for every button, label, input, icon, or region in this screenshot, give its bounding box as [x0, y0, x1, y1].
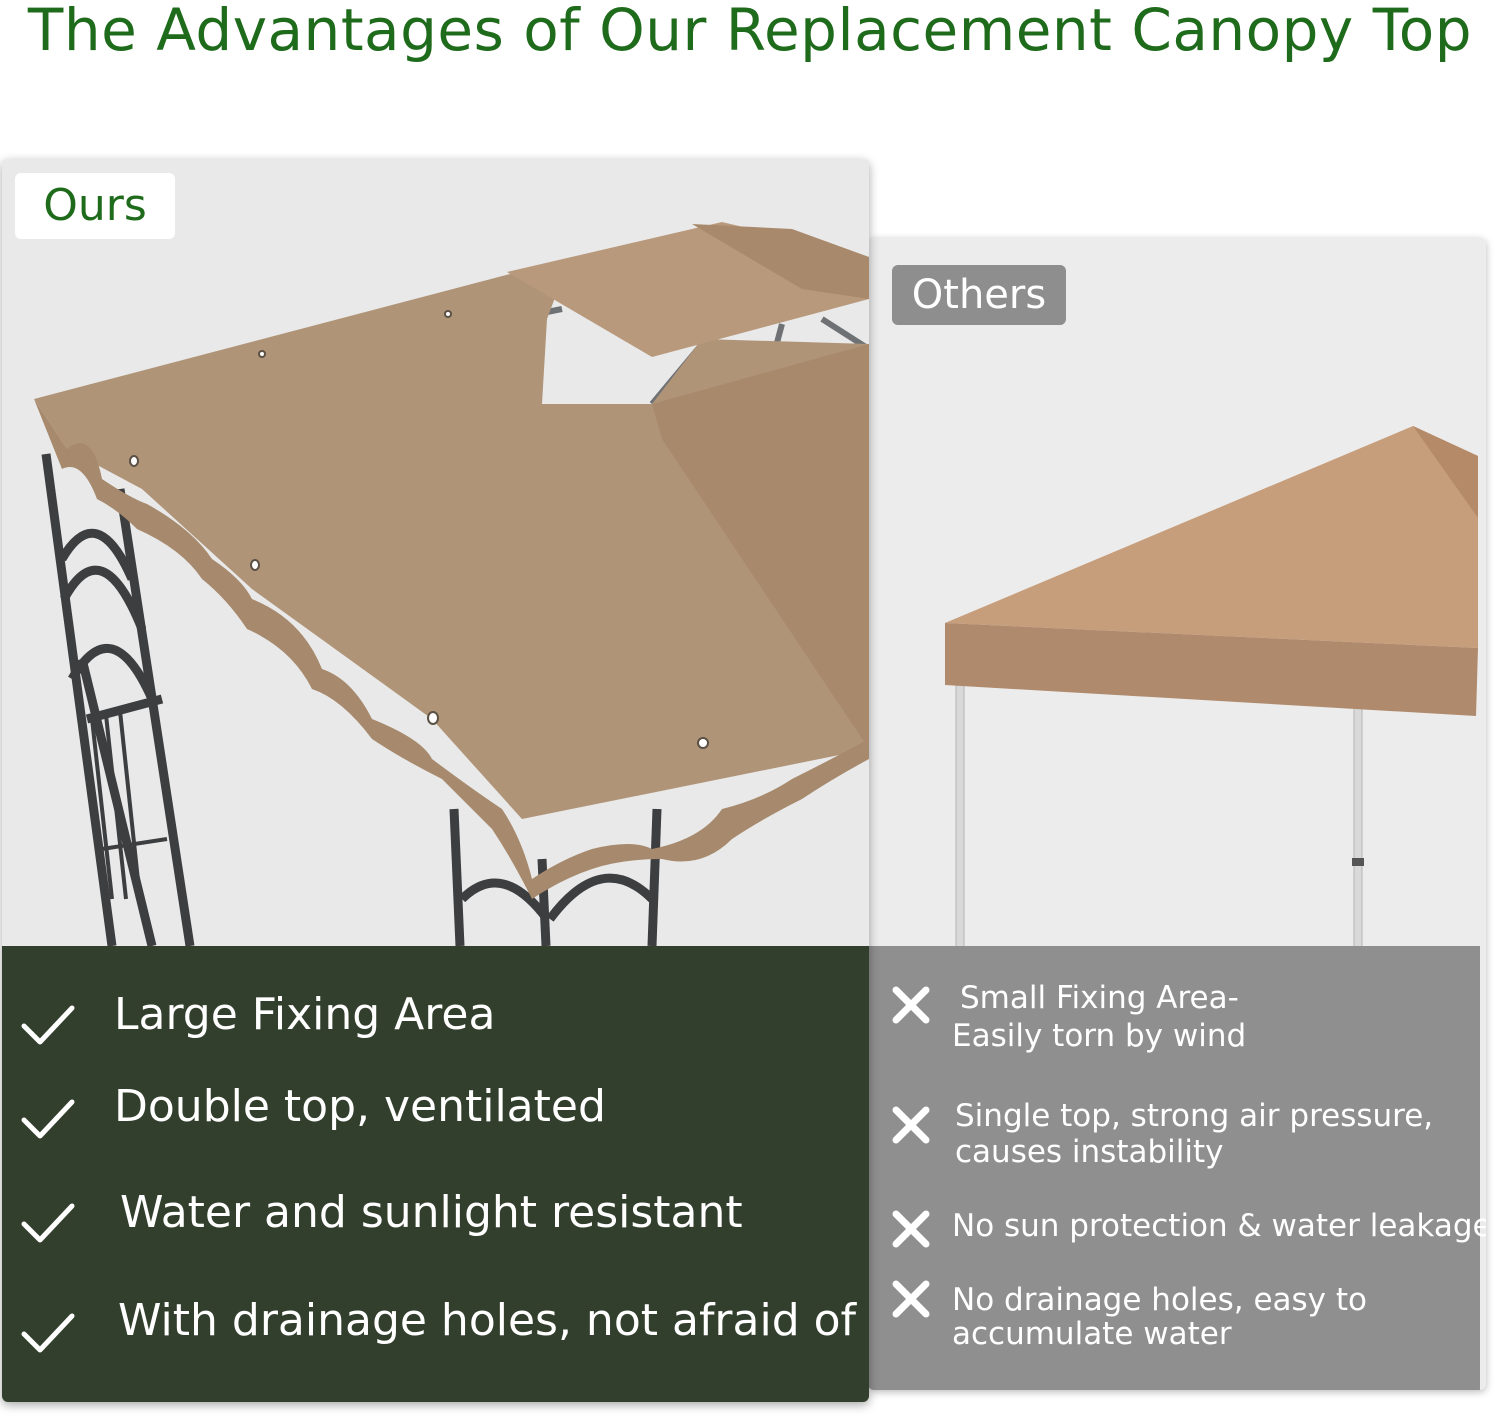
checkmark-icon	[21, 1099, 75, 1139]
drawback-text: accumulate water	[952, 1316, 1232, 1352]
drawback-text: Small Fixing Area-	[960, 980, 1239, 1016]
feature-text: Large Fixing Area	[114, 989, 496, 1040]
drawback-text: causes instability	[955, 1134, 1224, 1170]
x-mark-icon	[892, 1280, 930, 1318]
others-panel: Others Small Fixing Area- Easily torn by…	[868, 238, 1486, 1390]
ours-label: Ours	[15, 173, 175, 239]
others-label: Others	[892, 265, 1066, 325]
drawback-text: No drainage holes, easy to	[952, 1282, 1367, 1318]
x-mark-icon	[892, 1210, 930, 1248]
feature-text: Double top, ventilated	[114, 1081, 606, 1132]
double-top-canopy-illustration	[2, 159, 869, 946]
x-mark-icon	[892, 986, 930, 1024]
checkmark-icon	[21, 1005, 75, 1045]
single-top-canopy-illustration	[868, 238, 1486, 948]
checkmark-icon	[21, 1203, 75, 1243]
drawback-text: No sun protection & water leakage	[952, 1208, 1486, 1244]
x-mark-icon	[892, 1106, 930, 1144]
drawback-text: Single top, strong air pressure,	[955, 1098, 1434, 1134]
checkmark-icon	[21, 1313, 75, 1353]
page-title: The Advantages of Our Replacement Canopy…	[27, 0, 1473, 64]
ours-panel: Ours Large Fixing Area Double top, venti…	[2, 159, 869, 1402]
feature-text: Water and sunlight resistant	[120, 1187, 743, 1238]
drawback-text: Easily torn by wind	[952, 1018, 1247, 1054]
feature-text: With drainage holes, not afraid of rain	[118, 1295, 869, 1346]
ours-feature-list: Large Fixing Area Double top, ventilated…	[2, 946, 869, 1402]
others-drawback-list: Small Fixing Area- Easily torn by wind S…	[868, 946, 1486, 1390]
